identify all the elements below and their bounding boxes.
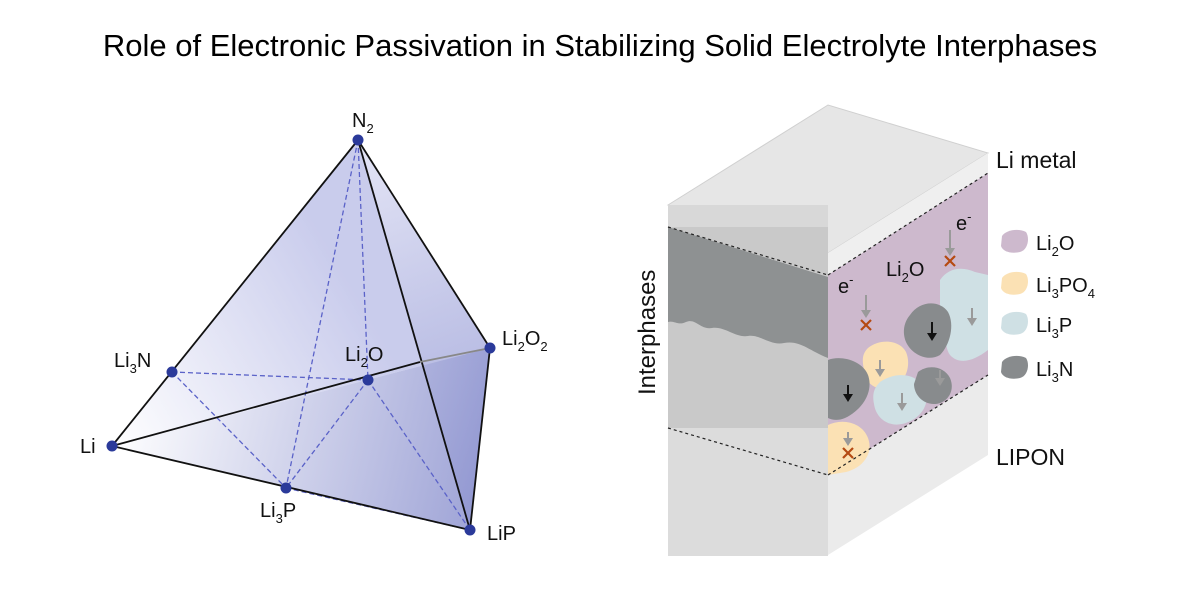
node-n2 <box>352 134 364 146</box>
grain-li3p <box>940 268 988 361</box>
front-li3n-band <box>668 227 828 358</box>
node-li3n <box>166 366 178 378</box>
tie-line <box>357 139 369 381</box>
node-li2o2 <box>484 342 496 354</box>
edge-n2-lip <box>357 139 471 531</box>
legend: Li2O Li3PO4 Li3P Li3N <box>1001 229 1095 385</box>
legend-swatch-li3p <box>1001 311 1028 335</box>
side-li-metal <box>828 153 988 275</box>
tetra-nodes <box>106 134 496 536</box>
lipon-label: LIPON <box>996 444 1065 470</box>
side-lipon <box>828 375 988 555</box>
interphase-block: e- e- Li2O Li metal LIPON Interphases <box>634 104 1077 556</box>
node-li <box>106 440 118 452</box>
label-lip: LiP <box>487 523 516 545</box>
node-li2o <box>362 374 374 386</box>
tie-line <box>171 371 369 381</box>
grains <box>828 268 988 475</box>
label-n2: N2 <box>352 110 374 136</box>
electron-arrow <box>967 318 977 326</box>
label-li3n: Li3N <box>114 350 151 376</box>
label-li2o2: Li2O2 <box>502 328 548 354</box>
front-li-metal <box>668 205 828 227</box>
interphases-label: Interphases <box>634 270 661 395</box>
legend-label-li3n: Li3N <box>1036 359 1073 385</box>
electron-label: e- <box>956 209 971 235</box>
legend-swatch-li3po4 <box>1001 271 1028 295</box>
tie-line <box>367 379 471 531</box>
interface-line <box>667 427 829 476</box>
tie-line <box>285 379 369 489</box>
blocked-markers <box>842 255 956 459</box>
electron-arrow <box>897 403 907 411</box>
edge-n2-li2o2 <box>357 139 491 349</box>
interface-line <box>827 172 989 276</box>
electron-arrow <box>843 438 853 446</box>
label-li3p: Li3P <box>260 500 296 526</box>
electron-arrows <box>843 230 977 446</box>
front-lipon <box>668 428 828 556</box>
edge-lip-li2o2 <box>469 347 491 531</box>
cross-icon <box>944 255 956 267</box>
tie-line <box>171 371 287 489</box>
electron-arrow <box>861 310 871 318</box>
legend-swatch-li3n <box>1001 355 1028 379</box>
inner-li2o-label: Li2O <box>886 259 924 285</box>
legend-label-li3po4: Li3PO4 <box>1036 275 1095 301</box>
label-li2o: Li2O <box>345 344 383 370</box>
tie-line <box>285 139 359 489</box>
tetra-edges <box>111 139 491 531</box>
edge-li-n2 <box>111 139 359 447</box>
cross-icon <box>860 319 872 331</box>
grain-li3n <box>914 367 952 404</box>
li-metal-label: Li metal <box>996 147 1077 173</box>
interface-lines <box>667 172 989 476</box>
grain-li3po4 <box>828 421 870 475</box>
edge-li-li2o2-back <box>419 347 491 363</box>
tetra-face-bottom <box>112 348 490 530</box>
electron-arrow <box>843 394 853 402</box>
legend-label-li2o: Li2O <box>1036 233 1074 259</box>
grain-li3p <box>873 375 927 425</box>
electron-label: e- <box>838 272 853 298</box>
grain-li3n <box>903 303 952 358</box>
electron-arrow <box>935 378 945 386</box>
node-li3p <box>280 482 292 494</box>
cross-icon <box>842 447 854 459</box>
electron-arrow <box>927 333 937 341</box>
interface-line <box>667 226 829 276</box>
legend-swatch-li2o <box>1001 229 1028 253</box>
interface-line <box>827 374 989 476</box>
electron-arrow <box>945 248 955 256</box>
phase-tetrahedron: N2 Li2O2 Li3N Li2O Li Li3P LiP <box>80 110 548 545</box>
figure-title: Role of Electronic Passivation in Stabil… <box>102 28 1098 63</box>
node-lip <box>464 524 476 536</box>
legend-label-li3p: Li3P <box>1036 315 1072 341</box>
label-li: Li <box>80 436 96 458</box>
electron-arrow <box>875 369 885 377</box>
